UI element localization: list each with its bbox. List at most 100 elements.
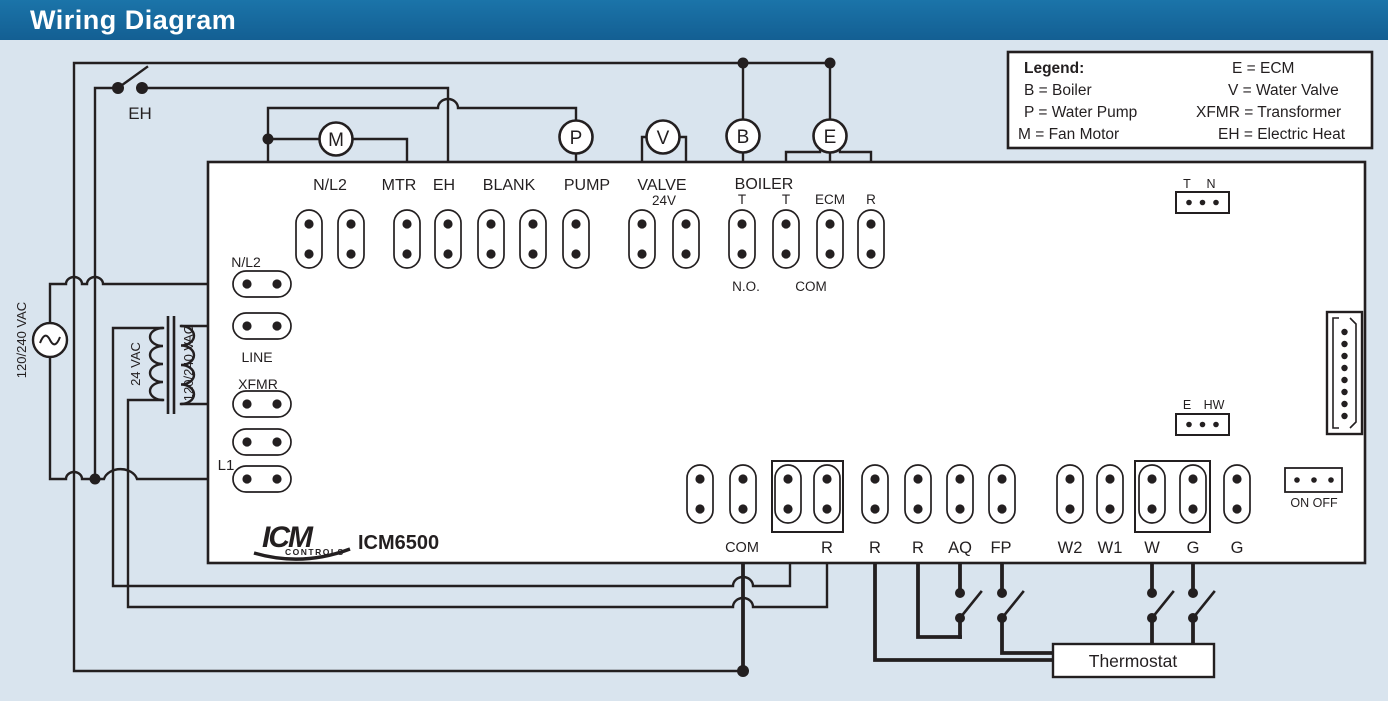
- legend-e: E = ECM: [1232, 60, 1294, 77]
- terminal-bottom: [1138, 464, 1166, 524]
- icm-logo: ICM CONTROLS ICM6500: [253, 521, 439, 561]
- terminal-left: [232, 465, 292, 493]
- terminal-top: [434, 209, 462, 269]
- ehw-label-hw: HW: [1204, 398, 1225, 412]
- top-label-r: R: [866, 192, 876, 207]
- eight-pin-connector: [1325, 310, 1364, 436]
- thermostat-label: Thermostat: [1089, 651, 1178, 671]
- terminal-bottom: [988, 464, 1016, 524]
- tn-connector: T N: [1175, 177, 1230, 214]
- legend-xfmr: XFMR = Transformer: [1196, 104, 1341, 121]
- icm-logo-brand: ICM: [262, 521, 314, 554]
- transformer: [148, 316, 196, 414]
- terminal-top: [477, 209, 505, 269]
- legend-eh: EH = Electric Heat: [1218, 126, 1346, 143]
- pump-circle-label: P: [570, 128, 583, 149]
- legend-v: V = Water Valve: [1228, 82, 1339, 99]
- thermostat-box: Thermostat: [1051, 642, 1216, 679]
- terminal-bottom: [1179, 464, 1207, 524]
- wiring-diagram: 120/240 VAC 24 VAC 120/240 VAC M P V B E…: [14, 50, 1374, 679]
- terminal-bottom: [904, 464, 932, 524]
- g-switch-blade: [1191, 590, 1216, 620]
- terminal-bottom: [813, 464, 841, 524]
- terminal-bottom: [1223, 464, 1251, 524]
- terminal-top: [562, 209, 590, 269]
- left-label-nl2: N/L2: [231, 254, 261, 270]
- bottom-label-r2: R: [869, 539, 881, 557]
- terminal-top: [728, 209, 756, 269]
- ehw-connector: E HW: [1175, 398, 1230, 436]
- ac-source: 120/240 VAC: [14, 302, 69, 378]
- bottom-label-w2: W2: [1058, 539, 1083, 557]
- wire-source-bottom: [48, 355, 235, 481]
- top-label-nl2: N/L2: [313, 177, 347, 194]
- left-label-xfmr: XFMR: [238, 376, 278, 392]
- tn-label-t: T: [1183, 177, 1191, 191]
- terminal-bottom: [861, 464, 889, 524]
- device-circles: M P V B E: [318, 118, 848, 157]
- top-label-t2: T: [782, 192, 790, 207]
- wire-source-top: [48, 275, 235, 325]
- terminal-top: [519, 209, 547, 269]
- terminal-top: [337, 209, 365, 269]
- valve-circle-label: V: [657, 128, 670, 149]
- icm-logo-sub: CONTROLS: [285, 547, 345, 557]
- top-label-mtr: MTR: [382, 177, 417, 194]
- fp-switch-blade: [1000, 590, 1025, 620]
- top-label-24v: 24V: [652, 193, 676, 208]
- terminal-top: [628, 209, 656, 269]
- xfmr-secondary-label: 24 VAC: [128, 342, 143, 386]
- wg-pair-box: [1134, 460, 1211, 533]
- terminal-top: [393, 209, 421, 269]
- top-label-no: N.O.: [732, 279, 760, 294]
- ehw-label-e: E: [1183, 398, 1191, 412]
- icm-logo-swoosh: [253, 547, 351, 561]
- terminal-top: [295, 209, 323, 269]
- bottom-terminal-labels: COM R R R AQ FP W2 W1 W G G: [725, 539, 1243, 557]
- xfmr-primary-label: 120/240 VAC: [181, 325, 196, 401]
- r-pair-box: [771, 460, 844, 533]
- terminal-top: [857, 209, 885, 269]
- eh-switch-label: EH: [128, 104, 152, 123]
- terminal-left: [232, 270, 292, 298]
- terminal-ovals: [232, 209, 1251, 524]
- bottom-label-r1: R: [821, 539, 833, 557]
- terminal-bottom: [686, 464, 714, 524]
- sine-icon: [39, 334, 61, 346]
- source-voltage-label: 120/240 VAC: [14, 302, 29, 378]
- top-label-eh: EH: [433, 177, 455, 194]
- legend-heading: Legend:: [1024, 60, 1084, 77]
- on-off-connector: ON OFF: [1284, 467, 1343, 510]
- bottom-label-w: W: [1144, 539, 1160, 557]
- ecm-circle-label: E: [824, 127, 837, 148]
- xfmr-primary-coil: [180, 324, 196, 406]
- tn-label-n: N: [1206, 177, 1215, 191]
- left-label-l1: L1: [218, 457, 235, 474]
- top-label-ecm: ECM: [815, 192, 845, 207]
- top-label-pump: PUMP: [564, 177, 610, 194]
- legend-m: M = Fan Motor: [1018, 126, 1119, 143]
- terminal-top: [672, 209, 700, 269]
- left-terminal-labels: N/L2 LINE XFMR L1: [218, 254, 278, 474]
- terminal-left: [232, 390, 292, 418]
- title-bar: Wiring Diagram: [0, 0, 1388, 40]
- bottom-label-g2: G: [1231, 539, 1244, 557]
- fan-motor-circle-label: M: [328, 130, 344, 151]
- legend-p: P = Water Pump: [1024, 104, 1137, 121]
- boiler-circle-label: B: [737, 127, 750, 148]
- top-terminal-labels: N/L2 MTR EH BLANK PUMP VALVE 24V BOILER …: [313, 176, 876, 294]
- bottom-label-aq: AQ: [948, 539, 972, 557]
- top-label-blank: BLANK: [483, 177, 536, 194]
- terminal-left: [232, 312, 292, 340]
- top-label-valve: VALVE: [637, 177, 686, 194]
- bottom-label-com: COM: [725, 540, 759, 556]
- terminal-bottom: [1056, 464, 1084, 524]
- page-title: Wiring Diagram: [30, 4, 237, 35]
- terminal-bottom: [774, 464, 802, 524]
- bottom-label-fp: FP: [990, 539, 1011, 557]
- left-label-line: LINE: [241, 349, 272, 365]
- bottom-label-g1: G: [1187, 539, 1200, 557]
- w-switch-blade: [1150, 590, 1175, 620]
- junction-dots: [89, 57, 1198, 677]
- on-off-label: ON OFF: [1290, 496, 1338, 510]
